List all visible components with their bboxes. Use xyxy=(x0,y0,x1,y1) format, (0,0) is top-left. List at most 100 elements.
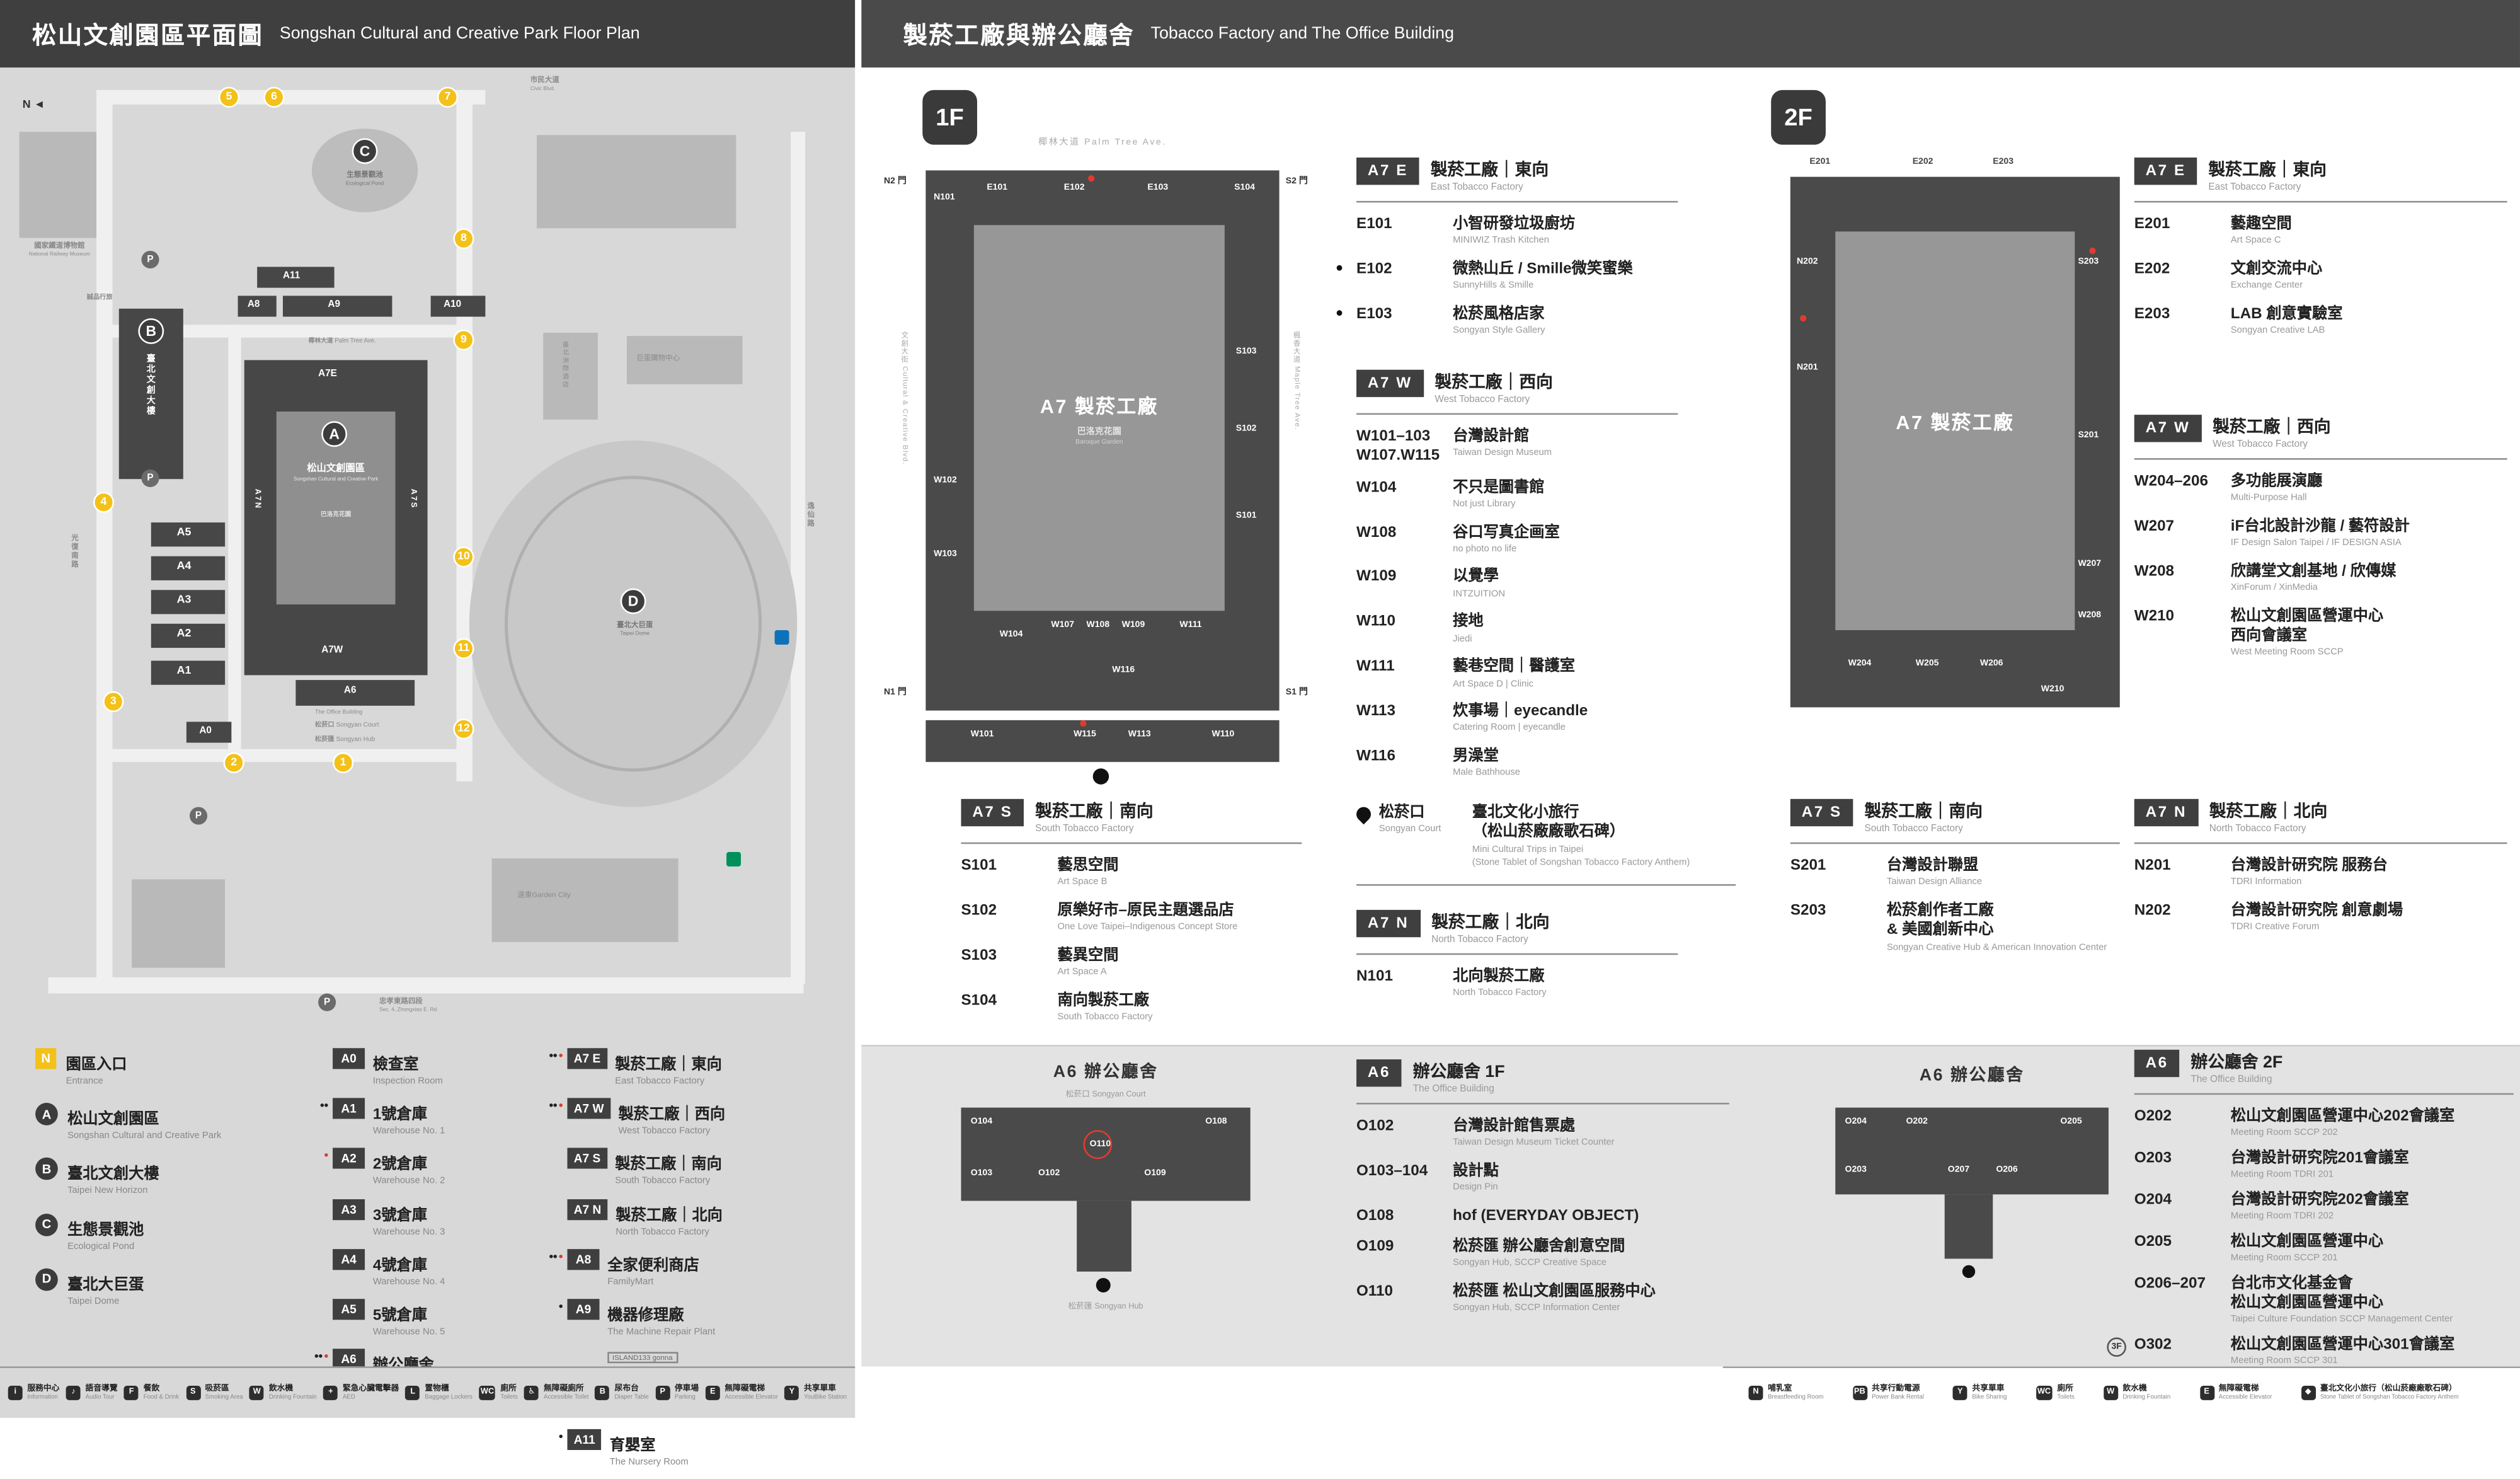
plan-room: S101 xyxy=(1235,511,1257,521)
plan-room: O204 xyxy=(1845,1117,1867,1127)
plan-room: S203 xyxy=(2078,257,2099,267)
room-entry: O108 hof (EVERYDAY OBJECT) xyxy=(1356,1207,1639,1225)
section-badge: A7 W xyxy=(2134,415,2202,442)
south-annex-1f xyxy=(925,720,1280,763)
place-pin-icon: A xyxy=(35,1103,58,1126)
facility-dot-icon: ● xyxy=(1335,260,1344,275)
block-a4 xyxy=(151,556,226,580)
facility-glyph-icon: Y xyxy=(1952,1385,1967,1400)
plan-room: W208 xyxy=(2078,611,2102,621)
hub-label: 松菸匯 Songyan Hub xyxy=(1068,1302,1143,1312)
legend-code: A0 xyxy=(333,1048,365,1069)
section-badge: A7 E xyxy=(2134,157,2197,185)
facility-glyph-icon: PB xyxy=(1852,1385,1867,1400)
place-pin-icon: C xyxy=(35,1213,58,1236)
facility-glyph-icon: ♿ xyxy=(524,1385,539,1400)
entrance-11: 11 xyxy=(453,638,474,659)
gardencity-label: 遠東Garden City xyxy=(517,890,571,899)
facility-icon-red: ● xyxy=(558,1051,563,1061)
facility-icon-red: ● xyxy=(558,1252,563,1262)
plan-room: E202 xyxy=(1912,157,1933,168)
songyan-court-marker xyxy=(1092,768,1109,785)
legend-code: A7 W xyxy=(567,1098,610,1120)
place-pin-icon: B xyxy=(35,1158,58,1181)
block-a10-label: A10 xyxy=(444,301,462,311)
block-a1 xyxy=(151,660,226,685)
map-office-en: The Office Building xyxy=(314,708,363,716)
block-a1-label: A1 xyxy=(176,665,192,677)
court-label: 松菸口 Songyan Court xyxy=(1065,1090,1146,1100)
mall-label: 巨蛋購物中心 xyxy=(636,354,680,362)
plan-room: W206 xyxy=(1979,659,2003,669)
facility-glyph-icon: ♪ xyxy=(66,1385,81,1400)
plan-room: W207 xyxy=(2078,559,2102,570)
right-title-en: Tobacco Factory and The Office Building xyxy=(1150,24,1454,43)
road xyxy=(96,89,113,984)
floor-2f-badge: 2F xyxy=(1771,89,1826,145)
left-title-zh: 松山文創園區平面圖 xyxy=(32,21,264,49)
map-a7e-label: A7E xyxy=(318,369,337,380)
plan-room: O202 xyxy=(1906,1117,1928,1127)
facility-glyph-icon: S xyxy=(185,1385,200,1400)
plan-room: S201 xyxy=(2078,430,2099,440)
map-park-label-en: Songshan Cultural and Creative Park xyxy=(294,476,379,483)
entrance-4: 4 xyxy=(93,492,115,513)
map-a7s-label: A7S xyxy=(408,488,418,509)
plan-room: O203 xyxy=(1845,1165,1867,1175)
gate-s2: S2 門 xyxy=(1285,176,1308,187)
hotel-label: 臺北洲際酒店 xyxy=(562,340,571,389)
north-arrow: N ◄ xyxy=(22,100,45,112)
block-a3-label: A3 xyxy=(176,594,192,606)
section-badge: A7 S xyxy=(1790,798,1853,827)
legend-code: A11 xyxy=(567,1428,602,1450)
road xyxy=(228,325,241,763)
block-a2 xyxy=(151,623,226,648)
left-header: 松山文創園區平面圖 Songshan Cultural and Creative… xyxy=(0,0,856,68)
courtyard-2f xyxy=(1835,231,2075,630)
legend-code: A9 xyxy=(567,1299,600,1320)
block-a9 xyxy=(282,296,392,317)
left-title-en: Songshan Cultural and Creative Park Floo… xyxy=(279,24,640,43)
section-badge: A7 W xyxy=(1356,369,1424,398)
plan-room: W108 xyxy=(1086,620,1110,630)
plan-room: W102 xyxy=(934,476,957,486)
highlight-dot xyxy=(1800,314,1807,322)
plan-room: E102 xyxy=(1063,183,1085,193)
plan-room: W205 xyxy=(1915,659,1939,669)
